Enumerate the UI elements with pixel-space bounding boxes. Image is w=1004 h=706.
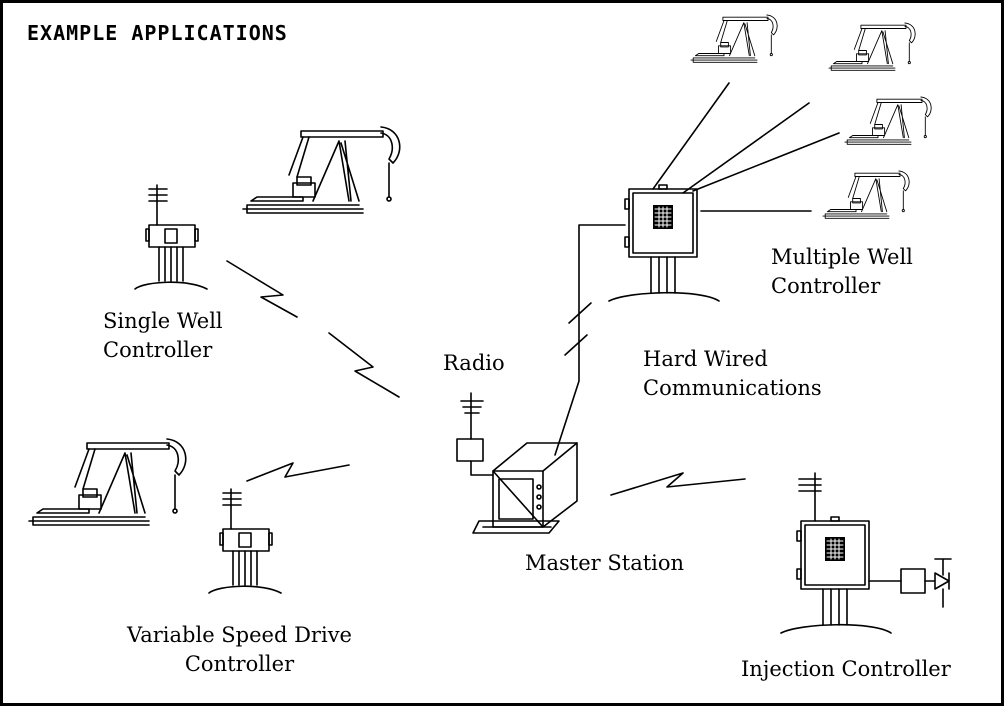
multiple-well-controller-icon xyxy=(608,184,720,302)
multiple-well-controller-label: Multiple Well Controller xyxy=(771,245,913,298)
radio-box-icon xyxy=(456,438,484,462)
antenna-icon xyxy=(798,472,822,522)
valve-icon xyxy=(924,558,952,608)
radio-link-icon xyxy=(328,332,400,398)
radio-link-icon xyxy=(610,472,746,496)
pump-jack-icon xyxy=(844,96,932,145)
radio-link-icon xyxy=(246,462,350,482)
injection-controller-icon xyxy=(780,516,892,634)
antenna-icon xyxy=(460,392,484,440)
pump-jack-icon xyxy=(690,14,778,63)
pump-jack-icon xyxy=(28,438,187,526)
vsd-controller-icon xyxy=(208,488,282,594)
vsd-controller-label: Variable Speed Drive Controller xyxy=(127,623,352,676)
radio-label: Radio xyxy=(443,351,505,375)
single-well-controller-icon xyxy=(134,184,208,290)
computer-terminal-icon xyxy=(472,442,578,534)
actuator-box-icon xyxy=(900,568,926,594)
hard-wired-communications-label: Hard Wired Communications xyxy=(643,347,822,400)
pump-jack-icon xyxy=(828,22,916,71)
pump-jack-icon xyxy=(242,126,401,214)
injection-controller-label: Injection Controller xyxy=(741,657,951,681)
hard-wired-line xyxy=(652,82,840,212)
page-title: EXAMPLE APPLICATIONS xyxy=(27,21,288,45)
line-break-icon xyxy=(564,302,592,356)
pump-jack-icon xyxy=(822,170,910,219)
single-well-controller-label: Single Well Controller xyxy=(103,309,223,362)
master-station-label: Master Station xyxy=(525,551,685,575)
hard-wired-line xyxy=(554,224,626,456)
radio-link-icon xyxy=(226,260,298,318)
diagram-artwork xyxy=(28,14,952,634)
